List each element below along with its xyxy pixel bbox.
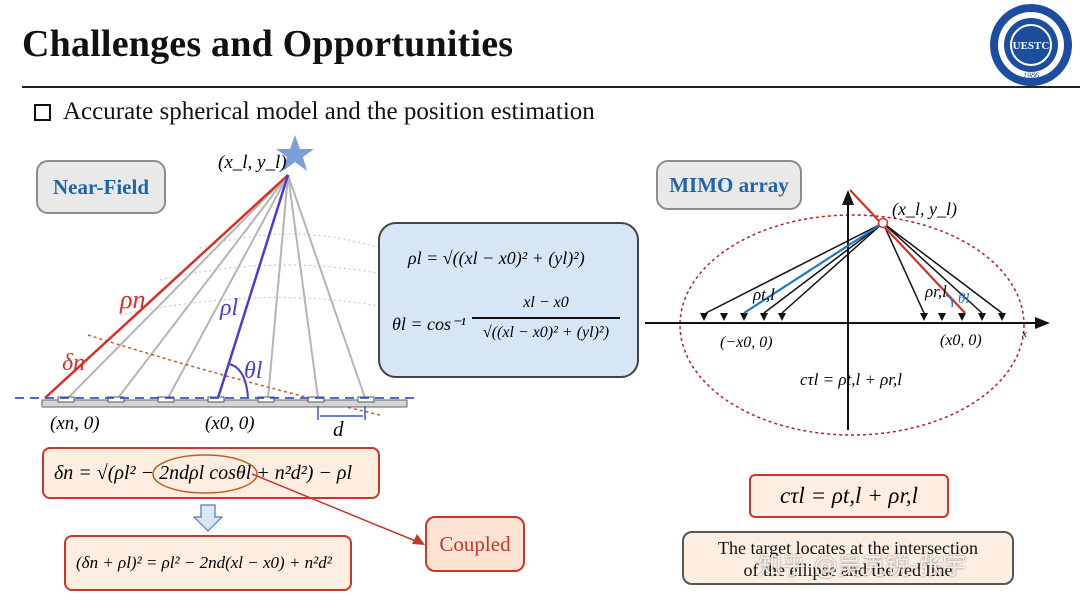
theta-formula-numerator: xl − x0 [523, 294, 569, 311]
bullet-point: Accurate spherical model and the positio… [34, 98, 595, 126]
mimo-theta-label: θl [958, 291, 970, 307]
ellipse-locus [679, 214, 1025, 436]
mimo-array-diagram: x (x_l, y_l) ρt,l ρr,l θl (−x0, 0) (x0, … [645, 189, 1050, 436]
note-line-2: of the ellipse and the red line [743, 560, 953, 580]
expanded-formula: (δn + ρl)² = ρl² − 2nd(xl − x0) + n²d² [76, 553, 332, 572]
source-label: (x_l, y_l) [218, 152, 287, 173]
coupled-label: Coupled [425, 516, 525, 572]
expanded-formula-box: (δn + ρl)² = ρl² − 2nd(xl − x0) + n²d² [64, 535, 352, 591]
theta-formula-denominator: √((xl − x0)² + (yl)²) [482, 324, 610, 341]
delay-arc [87, 334, 381, 416]
down-arrow-icon [193, 504, 223, 533]
neg-x0-label: (−x0, 0) [720, 334, 773, 351]
logo-year: 1986 [1023, 71, 1039, 80]
delta-formula-box: δn = √(ρl² − 2ndρl cosθl + n²d²) − ρl [42, 447, 380, 499]
title-divider [22, 86, 1080, 88]
rho-t-label: ρt,l [752, 285, 775, 304]
mimo-theta-arc [945, 294, 954, 308]
near-field-diagram: (x_l, y_l) ρn ρl δn θl (xn, 0) (x0, 0) d [15, 135, 421, 441]
rho-l-ray [216, 174, 290, 399]
left-rays [705, 222, 884, 314]
x-axis-arrow [1035, 317, 1050, 329]
wavefront-arcs [119, 233, 421, 316]
theta-arc [228, 363, 249, 399]
x-axis-label: x [1021, 328, 1027, 340]
ctau-formula: cτl = ρt,l + ρr,l [749, 474, 949, 518]
theta-formula-prefix: θl = cos⁻¹ [392, 314, 466, 334]
uestc-logo: UESTC 1986 [990, 4, 1072, 86]
mimo-array-elements [700, 313, 1006, 321]
coupled-term-highlight [152, 454, 258, 494]
gray-rays [67, 174, 366, 399]
fraction-bar [472, 317, 620, 319]
rho-r-label: ρr,l [924, 282, 947, 301]
logo-text: UESTC [1013, 40, 1050, 52]
square-bullet-icon [34, 103, 51, 121]
x0-label: (x0, 0) [205, 413, 255, 434]
y-axis-arrow [842, 190, 854, 205]
array-elements [57, 396, 375, 403]
rho-formula: ρl = √((xl − x0)² + (yl)²) [408, 248, 585, 268]
coupled-pointer-arrow [251, 473, 425, 545]
blue-ray [743, 222, 884, 314]
right-rays [882, 222, 1003, 314]
red-line [849, 189, 966, 314]
conclusion-note: The target locates at the intersection o… [682, 531, 1014, 585]
delta-n-label: δn [62, 350, 85, 376]
bullet-text: Accurate spherical model and the positio… [63, 98, 595, 125]
mimo-source-label: (x_l, y_l) [892, 199, 957, 220]
delta-formula: δn = √(ρl² − 2ndρl cosθl + n²d²) − ρl [54, 462, 353, 484]
pos-x0-label: (x0, 0) [940, 332, 982, 349]
rho-n-ray [44, 174, 289, 399]
rho-n-label: ρn [119, 285, 145, 314]
xn-label: (xn, 0) [50, 413, 100, 434]
note-line-1: The target locates at the intersection [717, 538, 979, 558]
d-label: d [333, 417, 344, 441]
theta-l-label: θl [244, 358, 263, 384]
ellipse-equation-label: cτl = ρt,l + ρr,l [800, 370, 902, 389]
near-field-tag: Near-Field [36, 160, 166, 214]
target-point [877, 217, 889, 229]
watermark: 知乎 @吴克锐-张宇 [758, 552, 967, 580]
rho-l-label: ρl [219, 295, 239, 321]
distance-angle-formulas: ρl = √((xl − x0)² + (yl)²) θl = cos⁻¹ xl… [378, 222, 639, 378]
mimo-array-tag: MIMO array [656, 160, 802, 210]
target-star-icon [276, 135, 314, 171]
slide-title: Challenges and Opportunities [22, 23, 514, 65]
